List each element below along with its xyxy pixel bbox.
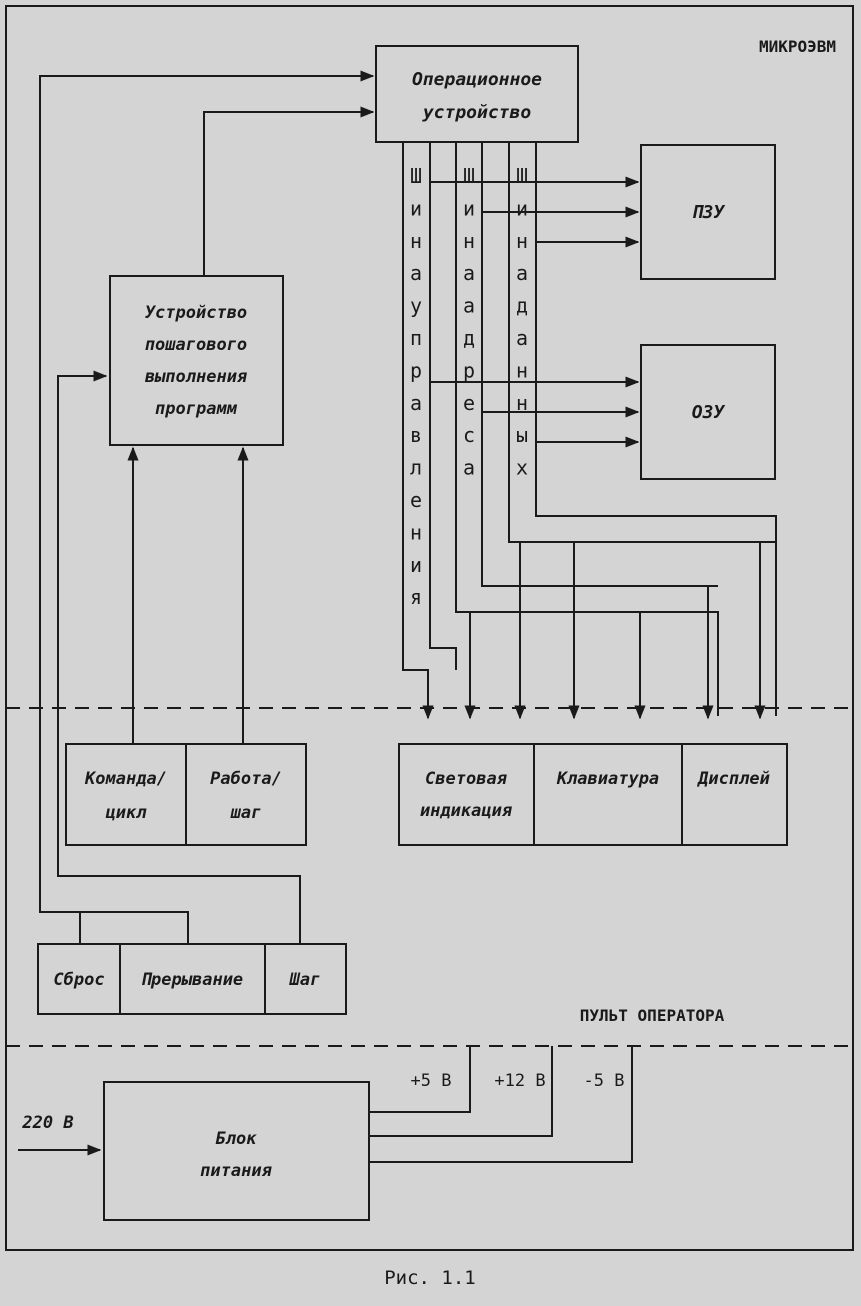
io-block [398, 743, 788, 846]
reset-label: Сброс [53, 970, 104, 990]
control-bus-letter: и [410, 553, 422, 577]
cpu-label-2: устройство [422, 102, 532, 123]
data-bus-letter: н [516, 229, 528, 253]
data-bus-letter: д [516, 294, 528, 318]
address-bus-letter: р [463, 358, 475, 382]
output-minus5v: -5 В [584, 1071, 625, 1091]
cpu-label-1: Операционное [412, 69, 542, 90]
output-12v: +12 В [494, 1071, 545, 1091]
ram-block [640, 344, 776, 480]
data-bus-letter: х [516, 456, 528, 480]
reset-to-cpu [39, 70, 375, 944]
step-unit-block [109, 275, 284, 446]
interrupt-label: Прерывание [141, 970, 243, 990]
work-label-2: шаг [230, 803, 262, 823]
address-bus-letter: Ш [463, 164, 475, 188]
data-bus-letter: н [516, 358, 528, 382]
ram-label: ОЗУ [692, 402, 726, 423]
data-bus-letter: Ш [516, 164, 528, 188]
keys-block [37, 943, 347, 1015]
address-bus-letter: д [463, 326, 475, 350]
step-to-cpu [203, 106, 375, 276]
psu-block [103, 1081, 370, 1221]
rom-label: ПЗУ [692, 202, 726, 223]
data-bus-outline [508, 142, 777, 543]
step-label-4: программ [155, 399, 238, 419]
input-voltage: 220 В [21, 1113, 73, 1133]
light-label-1: Световая [425, 769, 508, 789]
rom-block [640, 144, 776, 280]
outer-frame [5, 5, 854, 1251]
control-bus-letter: и [410, 196, 422, 220]
control-bus-letter: в [410, 423, 422, 447]
light-label-2: индикация [420, 801, 513, 821]
control-bus-letter: у [410, 294, 422, 318]
control-bus-letter: я [410, 585, 422, 609]
address-bus-letter: с [463, 423, 475, 447]
control-bus-line-left [402, 142, 429, 705]
stepkey-label: Шаг [289, 970, 321, 990]
step-label-2: пошагового [145, 335, 247, 355]
address-bus-line-right [481, 142, 718, 587]
keyboard-label: Клавиатура [556, 769, 659, 789]
address-bus-letter: е [463, 391, 475, 415]
address-bus-letter: а [463, 294, 475, 318]
psu-out-12v [369, 1046, 553, 1137]
interrupt-to-step [57, 370, 301, 944]
control-bus-letter: н [410, 520, 422, 544]
step-label-1: Устройство [145, 303, 247, 323]
psu-label-1: Блок [216, 1129, 258, 1149]
control-bus-letter: н [410, 229, 422, 253]
data-bus-letter: н [516, 391, 528, 415]
output-5v: +5 В [411, 1071, 452, 1091]
data-bus-letter: ы [516, 423, 528, 447]
cmd-label-2: цикл [106, 803, 148, 823]
address-bus-letter: и [463, 196, 475, 220]
control-bus-letter: а [410, 261, 422, 285]
control-bus-letter: е [410, 488, 422, 512]
cpu-block [375, 45, 579, 143]
control-bus-line-right [429, 142, 457, 670]
control-bus-letter: а [410, 391, 422, 415]
control-bus-letter: п [410, 326, 422, 350]
console-label: ПУЛЬТ ОПЕРАТОРА [580, 1006, 725, 1025]
psu-out-5v [369, 1046, 471, 1113]
address-bus-letter: а [463, 456, 475, 480]
psu-out-minus5v [369, 1046, 633, 1163]
data-bus-letter: а [516, 326, 528, 350]
control-bus-letter: Ш [410, 164, 422, 188]
control-bus-letter: л [410, 456, 422, 480]
data-bus-letter: и [516, 196, 528, 220]
corner-label: МИКРОЭВМ [759, 37, 836, 56]
figure-caption: Рис. 1.1 [384, 1267, 476, 1289]
step-label-3: выполнения [145, 367, 248, 387]
address-bus-letter: а [463, 261, 475, 285]
data-bus-letter: а [516, 261, 528, 285]
address-bus-letter: н [463, 229, 475, 253]
control-bus-letter: р [410, 358, 422, 382]
address-bus-line-left [455, 142, 719, 716]
cmd-label-1: Команда/ [84, 769, 167, 789]
display-label: Дисплей [696, 769, 770, 789]
psu-label-2: питания [200, 1161, 272, 1181]
work-label-1: Работа/ [210, 769, 282, 789]
